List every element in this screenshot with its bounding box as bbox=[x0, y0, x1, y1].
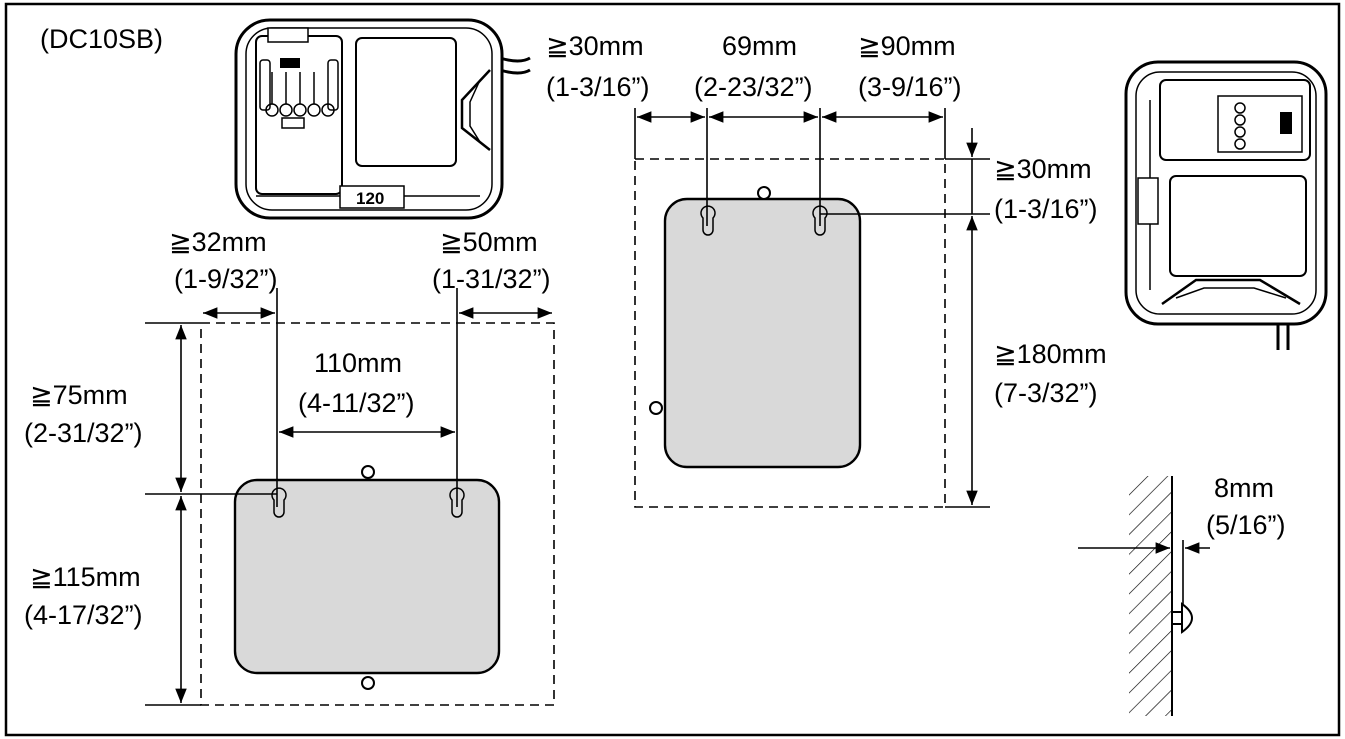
charger-badge: 120 bbox=[356, 189, 384, 208]
right-clearance-inch: (1-31/32”) bbox=[432, 264, 551, 294]
bottom-clearance-mm: ≧115mm bbox=[30, 562, 141, 592]
left-clearance-mm: ≧30mm bbox=[546, 31, 644, 61]
left-clearance-inch: (1-3/16”) bbox=[546, 72, 650, 102]
hole-pitch-inch: (2-23/32”) bbox=[694, 72, 813, 102]
charger-illustration-vertical bbox=[1124, 60, 1328, 350]
keyhole-slot-icon bbox=[271, 487, 287, 518]
hole-pitch-mm: 110mm bbox=[314, 348, 402, 378]
screw-icon bbox=[1171, 602, 1193, 634]
bottom-clearance-mm: ≧180mm bbox=[994, 339, 1107, 369]
screw-gap-mm: 8mm bbox=[1214, 473, 1274, 503]
horizontal-mount-layout: ≧32mm (1-9/32”) ≧50mm (1-31/32”) 110mm (… bbox=[24, 227, 555, 706]
keyhole-slot-icon bbox=[812, 205, 828, 236]
screw-gap-inch: (5/16”) bbox=[1206, 510, 1286, 540]
charger-illustration-horizontal: 120 bbox=[234, 18, 531, 220]
top-clearance-mm: ≧30mm bbox=[994, 154, 1092, 184]
screw-protrusion-detail: 8mm (5/16”) bbox=[1078, 473, 1286, 716]
clearance-outline-vertical bbox=[634, 158, 946, 508]
right-clearance-mm: ≧90mm bbox=[858, 31, 956, 61]
charger-footprint-vertical bbox=[663, 197, 862, 469]
left-clearance-mm: ≧32mm bbox=[169, 227, 267, 257]
keyhole-slot-icon bbox=[449, 487, 465, 518]
left-clearance-inch: (1-9/32”) bbox=[174, 264, 278, 294]
right-clearance-mm: ≧50mm bbox=[440, 227, 538, 257]
diagram-frame bbox=[4, 2, 1341, 737]
top-clearance-inch: (1-3/16”) bbox=[994, 194, 1098, 224]
top-clearance-inch: (2-31/32”) bbox=[24, 418, 143, 448]
model-label: (DC10SB) bbox=[40, 24, 163, 54]
clearance-outline-horizontal bbox=[200, 322, 555, 706]
hole-pitch-inch: (4-11/32”) bbox=[298, 388, 415, 418]
bottom-clearance-inch: (7-3/32”) bbox=[994, 378, 1098, 408]
keyhole-slot-icon bbox=[700, 205, 716, 236]
wall-hatch bbox=[1128, 476, 1172, 716]
hole-pitch-mm: 69mm bbox=[722, 31, 797, 61]
charger-footprint-horizontal bbox=[233, 478, 501, 675]
vertical-mount-layout: ≧30mm (1-3/16”) 69mm (2-23/32”) ≧90mm (3… bbox=[546, 31, 1107, 508]
bottom-clearance-inch: (4-17/32”) bbox=[24, 600, 143, 630]
right-clearance-inch: (3-9/16”) bbox=[858, 72, 962, 102]
top-clearance-mm: ≧75mm bbox=[30, 380, 128, 410]
